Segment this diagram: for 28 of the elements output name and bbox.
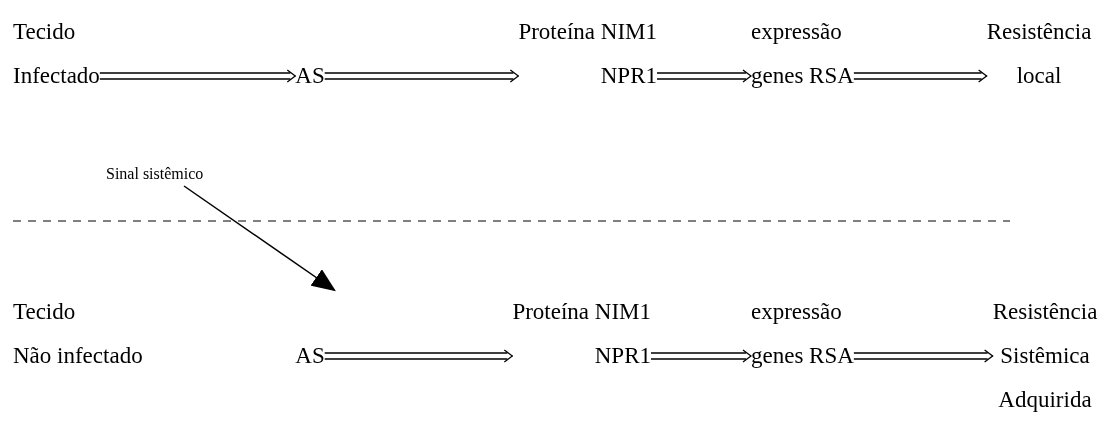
double-arrow [650, 349, 752, 363]
label-text: AS [295, 63, 325, 88]
label-text: Sistêmica [1000, 343, 1090, 368]
label-text: Resistência [986, 19, 1092, 44]
label-text: expressão [751, 19, 842, 44]
double-arrow [323, 349, 514, 363]
label-text: AS [295, 343, 325, 368]
label-text: Não infectado [13, 343, 143, 368]
label-text: genes RSA [751, 63, 854, 88]
arrow [183, 185, 336, 292]
double-arrow [656, 69, 752, 83]
label-text: Adquirida [998, 387, 1092, 412]
label-text: local [1016, 63, 1062, 88]
double-arrow [99, 69, 297, 83]
label-text: expressão [751, 299, 842, 324]
label-text: Sinal sistêmico [106, 165, 204, 182]
double-arrow [853, 349, 994, 363]
double-arrow [323, 69, 520, 83]
label-text: genes RSA [751, 343, 854, 368]
label-text: Resistência [992, 299, 1098, 324]
label-text: Tecido [13, 299, 76, 324]
double-arrow [853, 69, 988, 83]
label-text: Proteína NIM1 [512, 299, 651, 324]
label-text: Proteína NIM1 [518, 19, 657, 44]
label-text: Tecido [13, 19, 76, 44]
label-text: NPR1 [600, 63, 657, 88]
label-text: Infectado [13, 63, 100, 88]
label-text: NPR1 [594, 343, 651, 368]
